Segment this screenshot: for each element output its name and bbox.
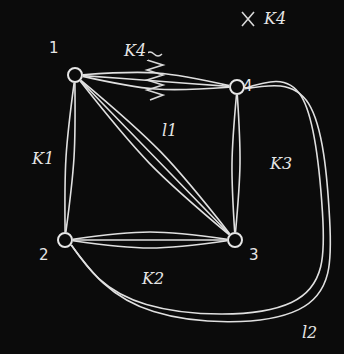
graph-edge [73, 232, 227, 239]
graph-edge [236, 95, 241, 232]
graph-edge [81, 80, 230, 234]
vertex-circle: 1 [67, 67, 83, 83]
graph-edge [71, 86, 330, 322]
graph-edge [83, 76, 229, 89]
vertex-circle: 2 [57, 232, 73, 248]
edge-label: K2 [140, 270, 166, 288]
edge-label: K4 [122, 42, 148, 60]
graph-edge [65, 83, 74, 232]
graph-edge [73, 241, 227, 248]
graph-edge [80, 81, 229, 235]
cross-mark [242, 12, 254, 26]
vertex-number: 4 [243, 79, 253, 94]
vertex-number: 1 [49, 41, 59, 56]
graph-edge [73, 239, 227, 241]
edge-label: K1 [30, 150, 56, 168]
graph-edge [232, 95, 237, 232]
graph-edge [83, 72, 229, 85]
vertex-circle: 4 [229, 79, 245, 95]
vertex-circle: 3 [227, 232, 243, 248]
cut-tilde [146, 52, 162, 56]
vertex-number: 3 [249, 248, 259, 263]
note-label: K4 [262, 10, 288, 28]
edge-label: l2 [300, 324, 319, 342]
edge-label: l1 [160, 122, 179, 140]
vertex-number: 2 [39, 248, 49, 263]
graph-edge [71, 81, 323, 314]
graph-edge [81, 81, 230, 235]
edge-label: K3 [268, 155, 294, 173]
